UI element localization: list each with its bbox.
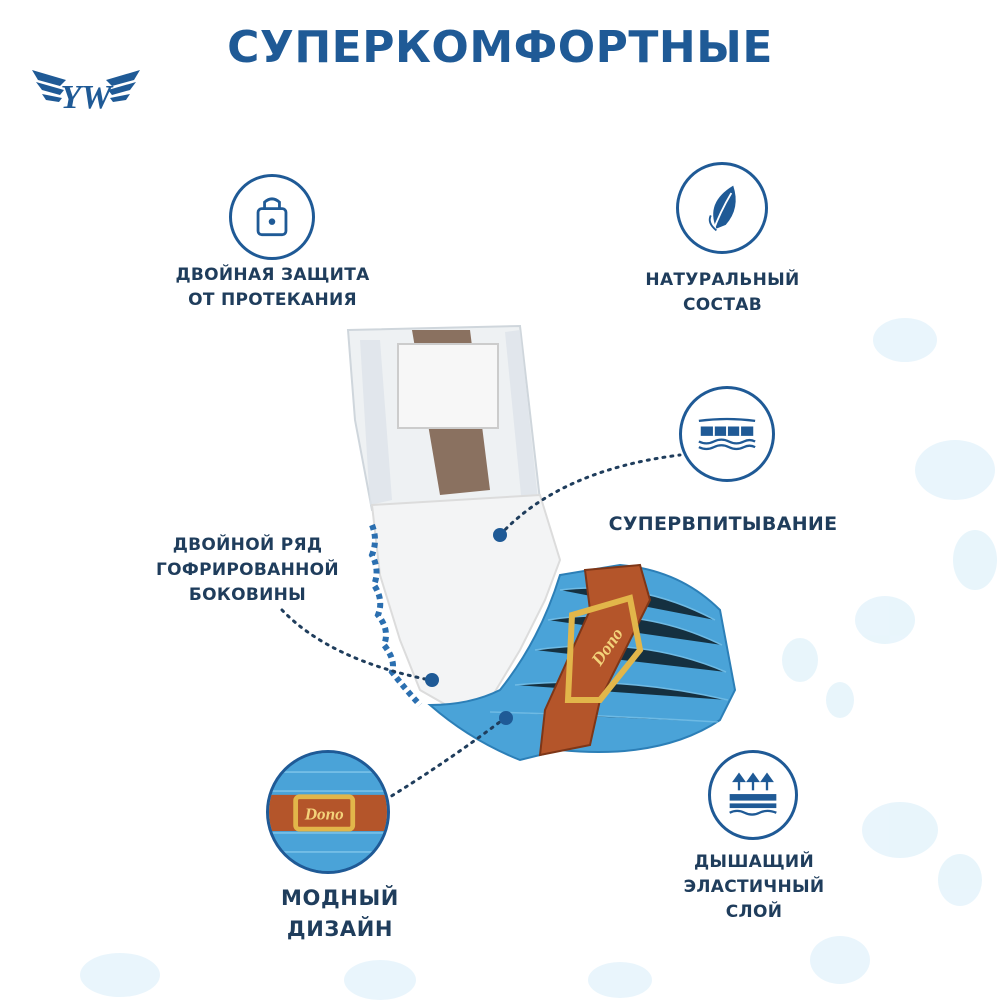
feature-label-ruffle-line3: БОКОВИНЫ [188,585,307,605]
design-thumbnail: Dono [266,750,390,874]
feature-label-breath-line2: ЭЛАСТИЧНЫЙ [683,877,825,897]
feature-label-natural: НАТУРАЛЬНЫЙ СОСТАВ [610,268,835,318]
winged-logo-icon: YW [32,70,140,116]
feature-label-design: МОДНЫЙ ДИЗАЙН [240,883,440,945]
breathable-layer-icon [708,750,798,840]
design-thumb-text: Dono [304,805,344,824]
logo-text: YW [61,79,115,116]
feature-label-leak-line2: ОТ ПРОТЕКАНИЯ [188,290,357,310]
feature-label-breath-line3: СЛОЙ [725,902,783,922]
feature-label-ruffle-line2: ГОФРИРОВАННОЙ [156,560,339,580]
page-title: СУПЕРКОМФОРТНЫЕ [227,22,773,73]
feature-label-ruffle: ДВОЙНОЙ РЯД ГОФРИРОВАННОЙ БОКОВИНЫ [140,533,355,608]
feature-label-leak: ДВОЙНАЯ ЗАЩИТА ОТ ПРОТЕКАНИЯ [130,263,415,313]
feature-label-ruffle-line1: ДВОЙНОЙ РЯД [172,535,323,555]
feature-label-absorb-line1: СУПЕРВПИТЫВАНИЕ [608,513,838,535]
feature-label-design-line1: МОДНЫЙ [281,886,399,910]
feature-label-breath-line1: ДЫШАЩИЙ [693,852,814,872]
feature-label-design-line2: ДИЗАЙН [286,917,394,941]
feature-label-leak-line1: ДВОЙНАЯ ЗАЩИТА [175,265,370,285]
feature-label-breath: ДЫШАЩИЙ ЭЛАСТИЧНЫЙ СЛОЙ [654,850,854,925]
feature-label-natural-line2: СОСТАВ [683,295,762,315]
lock-icon [229,174,315,260]
feature-label-absorb: СУПЕРВПИТЫВАНИЕ [588,512,858,537]
leaf-icon [676,162,768,254]
absorbent-layer-icon [679,386,775,482]
feature-label-natural-line1: НАТУРАЛЬНЫЙ [645,270,800,290]
